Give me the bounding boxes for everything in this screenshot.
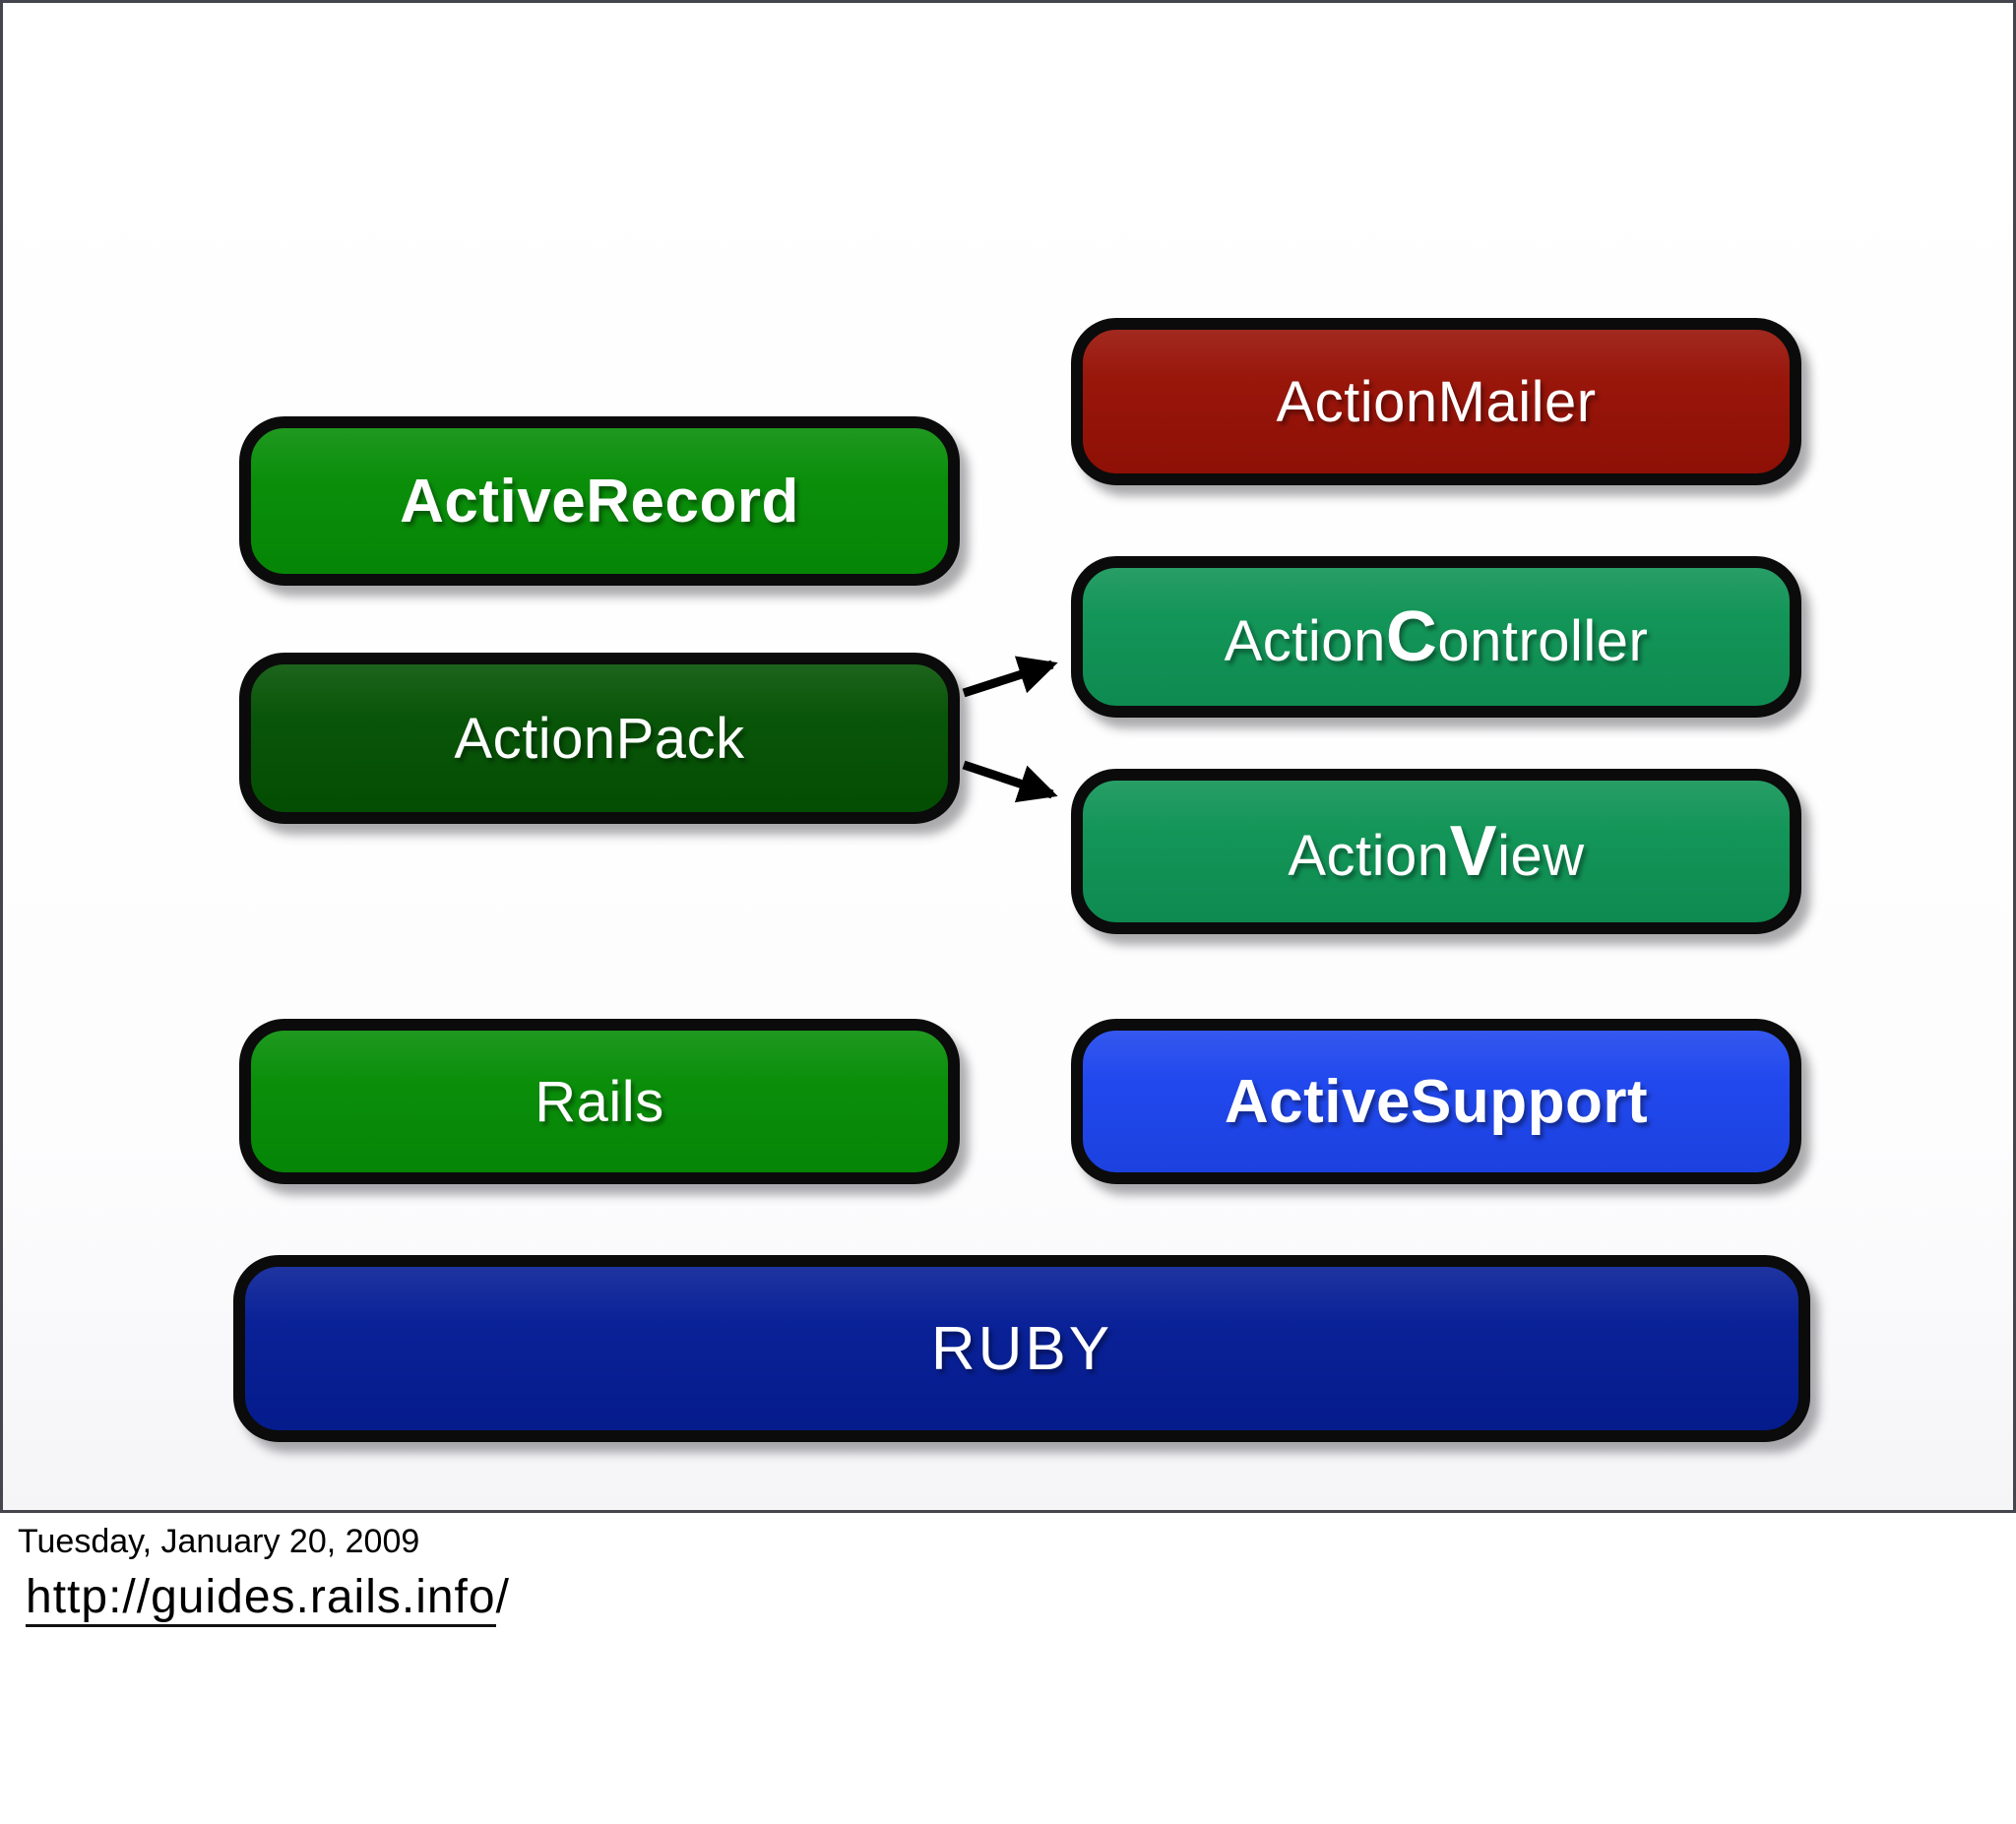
guides-rails-link-text[interactable]: http://guides.rails.info — [26, 1571, 496, 1627]
ruby-label: RUBY — [930, 1314, 1113, 1383]
diagram-box-actionmailer: ActionMailer — [1071, 318, 1801, 485]
arrow-actionpack-to-actionview — [962, 760, 1058, 803]
diagram-box-activerecord: ActiveRecord — [239, 416, 960, 586]
arrow-actionpack-to-actioncontroller — [962, 656, 1058, 698]
slide-canvas: ActiveRecord ActionMailer ActionControll… — [0, 0, 2016, 1513]
guides-rails-link-slash: / — [495, 1571, 510, 1623]
actionview-emphasis-letter: V — [1449, 812, 1498, 891]
diagram-box-rails: Rails — [239, 1019, 960, 1184]
slide-date: Tuesday, January 20, 2009 — [18, 1523, 420, 1560]
rails-label: Rails — [535, 1069, 664, 1134]
actionpack-label: ActionPack — [454, 706, 745, 771]
diagram-box-activesupport: ActiveSupport — [1071, 1019, 1801, 1184]
activerecord-label: ActiveRecord — [400, 467, 799, 535]
activesupport-label: ActiveSupport — [1224, 1067, 1649, 1136]
actioncontroller-label: ActionController — [1224, 598, 1649, 676]
diagram-box-actionpack: ActionPack — [239, 653, 960, 824]
diagram-box-actionview: ActionView — [1071, 769, 1801, 934]
guides-rails-link[interactable]: http://guides.rails.info/ — [26, 1570, 510, 1627]
diagram-box-actioncontroller: ActionController — [1071, 556, 1801, 718]
actionview-label: ActionView — [1288, 812, 1585, 891]
actionmailer-label: ActionMailer — [1276, 369, 1597, 434]
diagram-box-ruby: RUBY — [233, 1255, 1810, 1442]
actioncontroller-emphasis-letter: C — [1385, 598, 1438, 676]
